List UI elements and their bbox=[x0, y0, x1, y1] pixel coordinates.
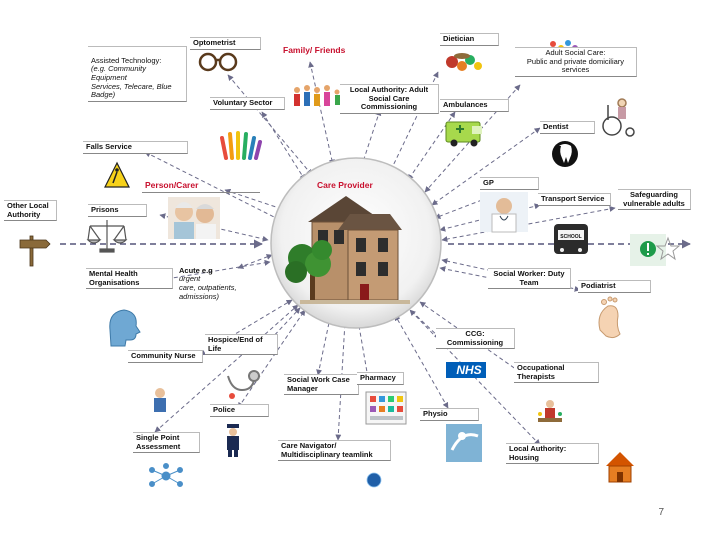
node-safeguarding: Safeguarding vulnerable adults bbox=[618, 189, 691, 210]
node-adult-social-care: Adult Social Care: Public and private do… bbox=[515, 47, 637, 77]
doctor-icon bbox=[480, 192, 528, 232]
pharmacy-shelf-icon bbox=[366, 392, 406, 424]
node-family-friends: Family/ Friends bbox=[280, 45, 348, 57]
node-person-carer: Person/Carer bbox=[142, 180, 260, 193]
node-mental-health: Mental Health Organisations bbox=[86, 268, 173, 289]
node-assisted-technology: Assisted Technology:(e.g. Community Equi… bbox=[88, 46, 187, 102]
node-police: Police bbox=[210, 404, 269, 417]
ot-icon bbox=[538, 400, 562, 422]
node-dietician: Dietician bbox=[440, 33, 499, 46]
head-icon bbox=[110, 310, 140, 346]
wheelchair-icon bbox=[603, 99, 634, 136]
node-la-housing: Local Authority: Housing bbox=[506, 443, 599, 464]
network-icon bbox=[150, 464, 183, 487]
node-pharmacy: Pharmacy bbox=[357, 372, 404, 385]
tooth-icon bbox=[552, 141, 578, 167]
node-gp: GP bbox=[480, 177, 539, 190]
globe-icon bbox=[367, 473, 381, 487]
node-social-worker-duty: Social Worker: Duty Team bbox=[488, 268, 571, 289]
node-prisons: Prisons bbox=[88, 204, 147, 217]
scales-icon bbox=[88, 220, 126, 252]
alert-icon bbox=[630, 234, 679, 266]
node-other-local-authority: Other Local Authority bbox=[4, 200, 57, 221]
wet-floor-icon bbox=[105, 163, 129, 187]
node-ccg: CCG: Commissioning bbox=[436, 328, 515, 349]
node-ambulances: Ambulances bbox=[440, 99, 509, 112]
node-podiatrist: Podiatrist bbox=[578, 280, 651, 293]
node-community-nurse: Community Nurse bbox=[128, 350, 203, 363]
node-falls-service: Falls Service bbox=[83, 141, 188, 154]
family-icon bbox=[294, 85, 340, 106]
node-single-point-assessment: Single Point Assessment bbox=[133, 432, 200, 453]
nurse-icon bbox=[154, 388, 166, 412]
police-icon bbox=[227, 424, 239, 457]
hub-title: Care Provider bbox=[314, 180, 376, 192]
node-hospice: Hospice/End of Life bbox=[205, 334, 278, 355]
signpost-icon bbox=[20, 236, 50, 266]
stethoscope-icon bbox=[228, 371, 259, 399]
ambulance-icon bbox=[446, 122, 482, 147]
bus-icon: SCHOOL bbox=[554, 224, 588, 254]
node-sw-case-manager: Social Work Case Manager bbox=[284, 374, 359, 395]
node-optometrist: Optometrist bbox=[190, 37, 261, 50]
glasses-icon bbox=[200, 54, 236, 70]
svg-text:SCHOOL: SCHOOL bbox=[560, 234, 581, 240]
node-care-navigator: Care Navigator/ Multidisciplinary teamli… bbox=[278, 440, 391, 461]
nhs-logo-text: NHS bbox=[449, 363, 489, 379]
house-icon bbox=[606, 452, 634, 482]
elderly-couple-icon bbox=[168, 197, 220, 239]
hands-icon bbox=[222, 133, 260, 158]
node-voluntary-sector: Voluntary Sector bbox=[210, 97, 285, 110]
vegetables-icon bbox=[446, 53, 482, 71]
node-la-commissioning: Local Authority: Adult Social Care Commi… bbox=[340, 84, 439, 114]
node-occupational-therapists: Occupational Therapists bbox=[514, 362, 599, 383]
node-physio: Physio bbox=[420, 408, 479, 421]
node-dentist: Dentist bbox=[540, 121, 595, 134]
page-number: 7 bbox=[658, 507, 664, 518]
node-transport-service: Transport Service bbox=[538, 193, 611, 206]
physio-icon bbox=[446, 424, 482, 462]
foot-icon bbox=[599, 297, 620, 338]
